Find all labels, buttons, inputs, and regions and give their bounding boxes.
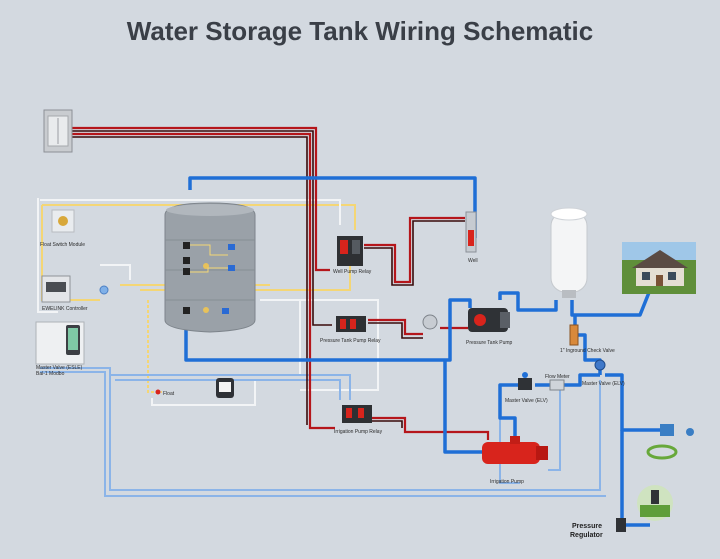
ewelink-controller-label: EWELINK Controller	[42, 306, 88, 312]
master-valve-right-label: Master Valve (ELV)	[582, 381, 625, 387]
well-pump-relay-label: Well Pump Relay	[333, 269, 372, 275]
water-pipes	[184, 176, 665, 527]
ewelink-controller: EWELINK Controller	[41, 275, 88, 312]
float-switch-module: Float Switch Module	[40, 209, 85, 248]
flow-meter-icon	[99, 285, 109, 295]
garden-hose-icon	[646, 424, 694, 460]
master-valve-right-icon: Master Valve (ELV)	[582, 359, 625, 387]
timer-controller-icon	[216, 378, 234, 398]
pressure-tank-pump-relay: Pressure Tank Pump Relay	[320, 316, 381, 344]
well-label: Well	[468, 258, 478, 264]
float-switch-module-label: Float Switch Module	[40, 242, 85, 248]
pressure-tank-pump-icon: Pressure Tank Pump	[466, 308, 513, 346]
pressure-regulator-icon: Pressure Regulator	[570, 518, 626, 539]
irrigation-pump-label: Irrigation Pump	[490, 479, 524, 485]
pressure-tank-pump-label: Pressure Tank Pump	[466, 340, 513, 346]
well-pump-relay: Well Pump Relay	[333, 236, 372, 275]
power-wires	[72, 126, 490, 440]
master-valve-mid-label: Master Valve (ELV)	[505, 398, 548, 404]
pressure-switch-icon	[422, 314, 438, 330]
pressure-tank-icon	[550, 207, 588, 298]
breaker-panel-icon	[43, 109, 73, 153]
flow-meter-mid-icon: Flow Meter	[545, 374, 570, 391]
master-valve-left-label-1: Master Valve (ESLE)	[36, 365, 83, 371]
page-title: Water Storage Tank Wiring Schematic	[126, 16, 594, 46]
phone-app-icon: Master Valve (ESLE) Bal-1 Modbo	[35, 321, 85, 377]
irrigation-pump-relay: Irrigation Pump Relay	[334, 405, 383, 435]
pressure-regulator-label-2: Regulator	[570, 532, 603, 539]
flow-meter-label: Flow Meter	[545, 374, 570, 380]
float-switches	[183, 242, 235, 314]
well-icon: Well	[465, 211, 478, 264]
irrigation-pump-relay-label: Irrigation Pump Relay	[334, 429, 383, 435]
check-valve-label: 1" Inground Check Valve	[560, 348, 615, 354]
pressure-tank-pump-relay-label: Pressure Tank Pump Relay	[320, 338, 381, 344]
sprinkler-icon	[637, 485, 673, 521]
master-valve-left-label-2: Bal-1 Modbo	[36, 371, 65, 377]
float-sensor: Float	[155, 389, 175, 397]
check-valve-icon: 1" Inground Check Valve	[560, 324, 615, 354]
house-icon	[622, 242, 696, 294]
master-valve-mid-icon: Master Valve (ELV)	[505, 372, 548, 404]
storage-tank-icon	[164, 202, 256, 333]
irrigation-pump-icon: Irrigation Pump	[482, 436, 548, 485]
pressure-regulator-label-1: Pressure	[572, 523, 602, 530]
float-label: Float	[163, 391, 175, 397]
